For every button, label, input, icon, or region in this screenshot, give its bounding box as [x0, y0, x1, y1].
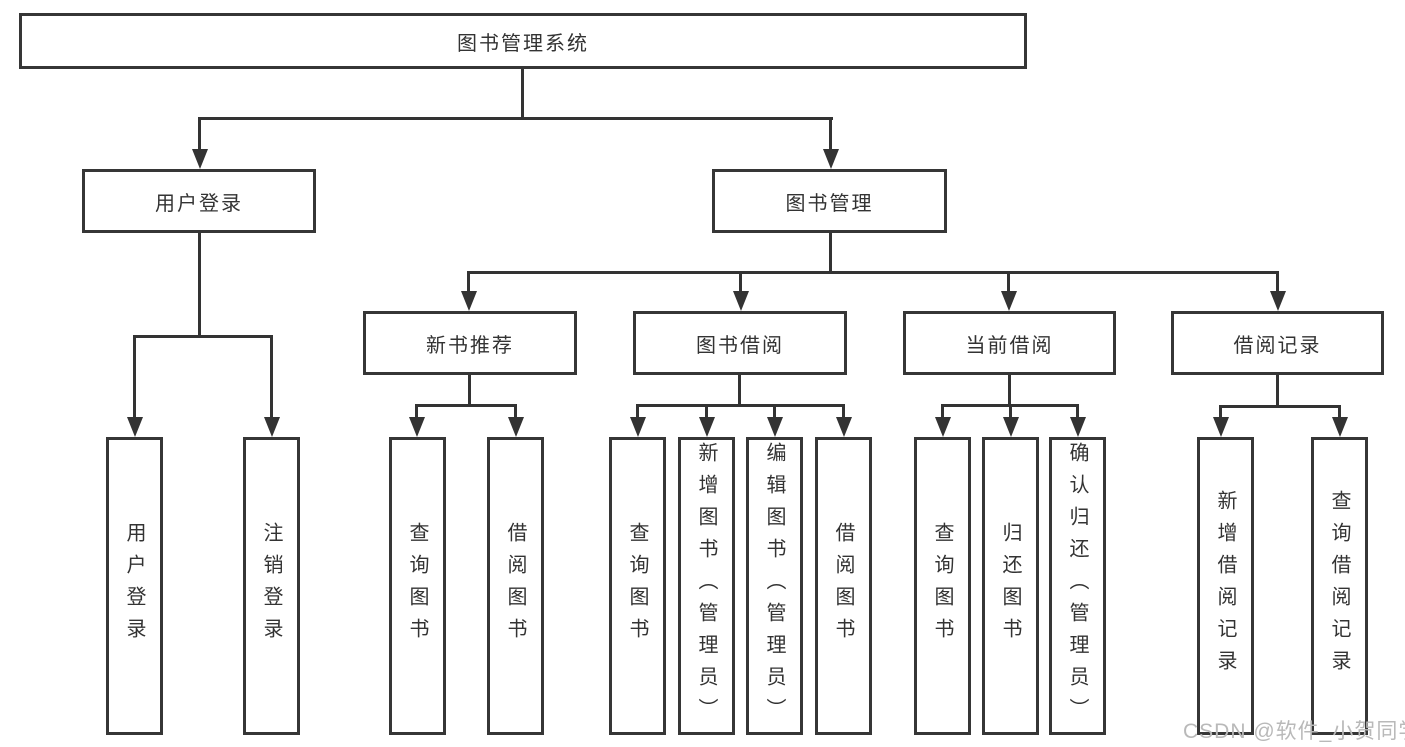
arrow-down-icon [1001, 291, 1017, 311]
arrow-down-icon [733, 291, 749, 311]
connector-book-borrow-stem [738, 373, 741, 407]
arrow-down-icon [409, 417, 425, 437]
connector-root-stem [521, 67, 524, 119]
connector-drop-level3 [1276, 271, 1279, 295]
leaf-add-borrow-record: 新增借阅记录 [1197, 437, 1254, 735]
leaf-add-books-admin: 新增图书（管理员） [678, 437, 735, 735]
arrow-down-icon [823, 149, 839, 169]
node-root-system: 图书管理系统 [19, 13, 1027, 69]
node-book-borrow: 图书借阅 [633, 311, 847, 375]
arrow-down-icon [1213, 417, 1229, 437]
arrow-down-icon [461, 291, 477, 311]
node-user-login: 用户登录 [82, 169, 316, 233]
leaf-borrow-books-borrow: 借阅图书 [815, 437, 872, 735]
connector-borrow-records-stem [1276, 373, 1279, 408]
arrow-down-icon [1070, 417, 1086, 437]
connector-current-borrow-stem [1008, 373, 1011, 407]
leaf-return-books: 归还图书 [982, 437, 1039, 735]
arrow-down-icon [630, 417, 646, 437]
connector-level3-split [467, 271, 1279, 274]
connector-book-mgmt-stem [829, 230, 832, 274]
connector-drop-level3 [1007, 271, 1010, 295]
arrow-down-icon [1003, 417, 1019, 437]
connector-drop-leaf [842, 404, 845, 420]
connector-drop-leaf [636, 404, 639, 420]
leaf-query-borrow-record: 查询借阅记录 [1311, 437, 1368, 735]
arrow-down-icon [192, 149, 208, 169]
leaf-query-books-current: 查询图书 [914, 437, 971, 735]
arrow-down-icon [935, 417, 951, 437]
node-new-book-recommend: 新书推荐 [363, 311, 577, 375]
connector-drop-leaf [415, 404, 418, 420]
connector-drop-user-login [198, 117, 201, 153]
connector-drop-leaf [270, 335, 273, 419]
connector-drop-level3 [739, 271, 742, 295]
leaf-query-books-recommend: 查询图书 [389, 437, 446, 735]
arrow-down-icon [127, 417, 143, 437]
leaf-edit-books-admin: 编辑图书（管理员） [746, 437, 803, 735]
leaf-confirm-return-admin: 确认归还（管理员） [1049, 437, 1106, 735]
connector-drop-leaf [1338, 405, 1341, 420]
leaf-user-login: 用户登录 [106, 437, 163, 735]
connector-new-book-split [415, 404, 517, 407]
connector-drop-leaf [514, 404, 517, 420]
arrow-down-icon [699, 417, 715, 437]
connector-user-login-stem [198, 230, 201, 338]
connector-drop-level3 [467, 271, 470, 295]
leaf-borrow-books-recommend: 借阅图书 [487, 437, 544, 735]
connector-drop-leaf [1219, 405, 1222, 420]
arrow-down-icon [836, 417, 852, 437]
connector-new-book-stem [468, 373, 471, 407]
connector-book-borrow-split [636, 404, 845, 407]
connector-drop-leaf [133, 335, 136, 419]
connector-level2-split [198, 117, 833, 120]
arrow-down-icon [1332, 417, 1348, 437]
connector-user-login-split [133, 335, 273, 338]
leaf-query-books-borrow: 查询图书 [609, 437, 666, 735]
arrow-down-icon [767, 417, 783, 437]
connector-borrow-records-split [1219, 405, 1341, 408]
node-current-borrow: 当前借阅 [903, 311, 1116, 375]
csdn-watermark: CSDN @软件_小贺同学 [1183, 720, 1405, 743]
node-book-management: 图书管理 [712, 169, 947, 233]
connector-drop-leaf [941, 404, 944, 420]
arrow-down-icon [508, 417, 524, 437]
arrow-down-icon [264, 417, 280, 437]
leaf-logout: 注销登录 [243, 437, 300, 735]
connector-drop-leaf [773, 404, 776, 420]
connector-drop-leaf [1009, 404, 1012, 420]
connector-drop-leaf [1076, 404, 1079, 420]
arrow-down-icon [1270, 291, 1286, 311]
connector-drop-leaf [705, 404, 708, 420]
node-borrow-records: 借阅记录 [1171, 311, 1384, 375]
connector-drop-book-mgmt [829, 117, 832, 153]
